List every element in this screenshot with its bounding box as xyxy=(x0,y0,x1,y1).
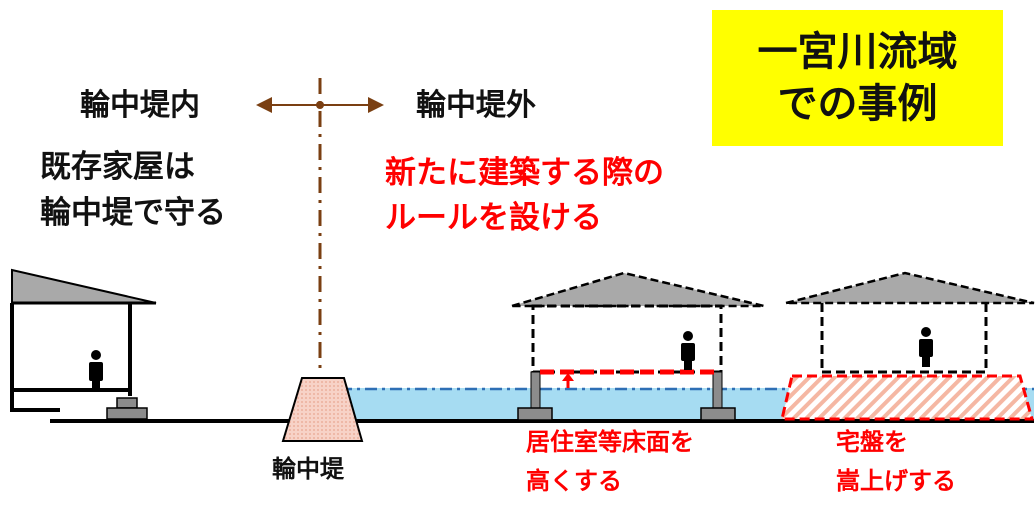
case-title-line2: での事例 xyxy=(777,81,938,127)
person-icon xyxy=(919,327,933,367)
existing-house-roof xyxy=(11,268,157,304)
levee-outside-label: 輪中堤外 xyxy=(416,88,536,123)
outside-note-line1: 新たに建築する際の xyxy=(385,155,664,191)
outside-note-line2: ルールを設ける xyxy=(385,200,602,236)
axis-center-dot xyxy=(316,101,324,109)
raised-ground-house-roof xyxy=(785,271,1035,305)
raised-ground-platform xyxy=(780,374,1034,421)
levee-label: 輪中堤 xyxy=(272,455,344,483)
raised-ground-house xyxy=(780,271,1035,421)
existing-house-foundation xyxy=(116,397,138,409)
person-icon xyxy=(681,331,695,370)
person-icon xyxy=(89,350,103,390)
case-title-line1: 一宮川流域 xyxy=(757,29,958,75)
case-title-box: 一宮川流域 での事例 xyxy=(712,10,1003,146)
levee-shape xyxy=(281,377,364,442)
inside-note-line1: 既存家屋は xyxy=(40,149,195,185)
raise-ground-line2: 嵩上げする xyxy=(836,467,956,495)
existing-house xyxy=(10,268,157,420)
raised-floor-house-roof xyxy=(511,271,765,308)
stilt-right xyxy=(712,371,723,409)
levee-inside-label: 輪中堤内 xyxy=(80,88,200,123)
stilt-left xyxy=(530,371,541,409)
inside-note-line2: 輪中堤で守る xyxy=(40,195,226,231)
raise-floor-line2: 高くする xyxy=(526,467,622,495)
raised-floor-house xyxy=(511,271,765,421)
raise-ground-line1: 宅盤を xyxy=(836,428,908,456)
raise-floor-line1: 居住室等床面を xyxy=(526,428,694,456)
